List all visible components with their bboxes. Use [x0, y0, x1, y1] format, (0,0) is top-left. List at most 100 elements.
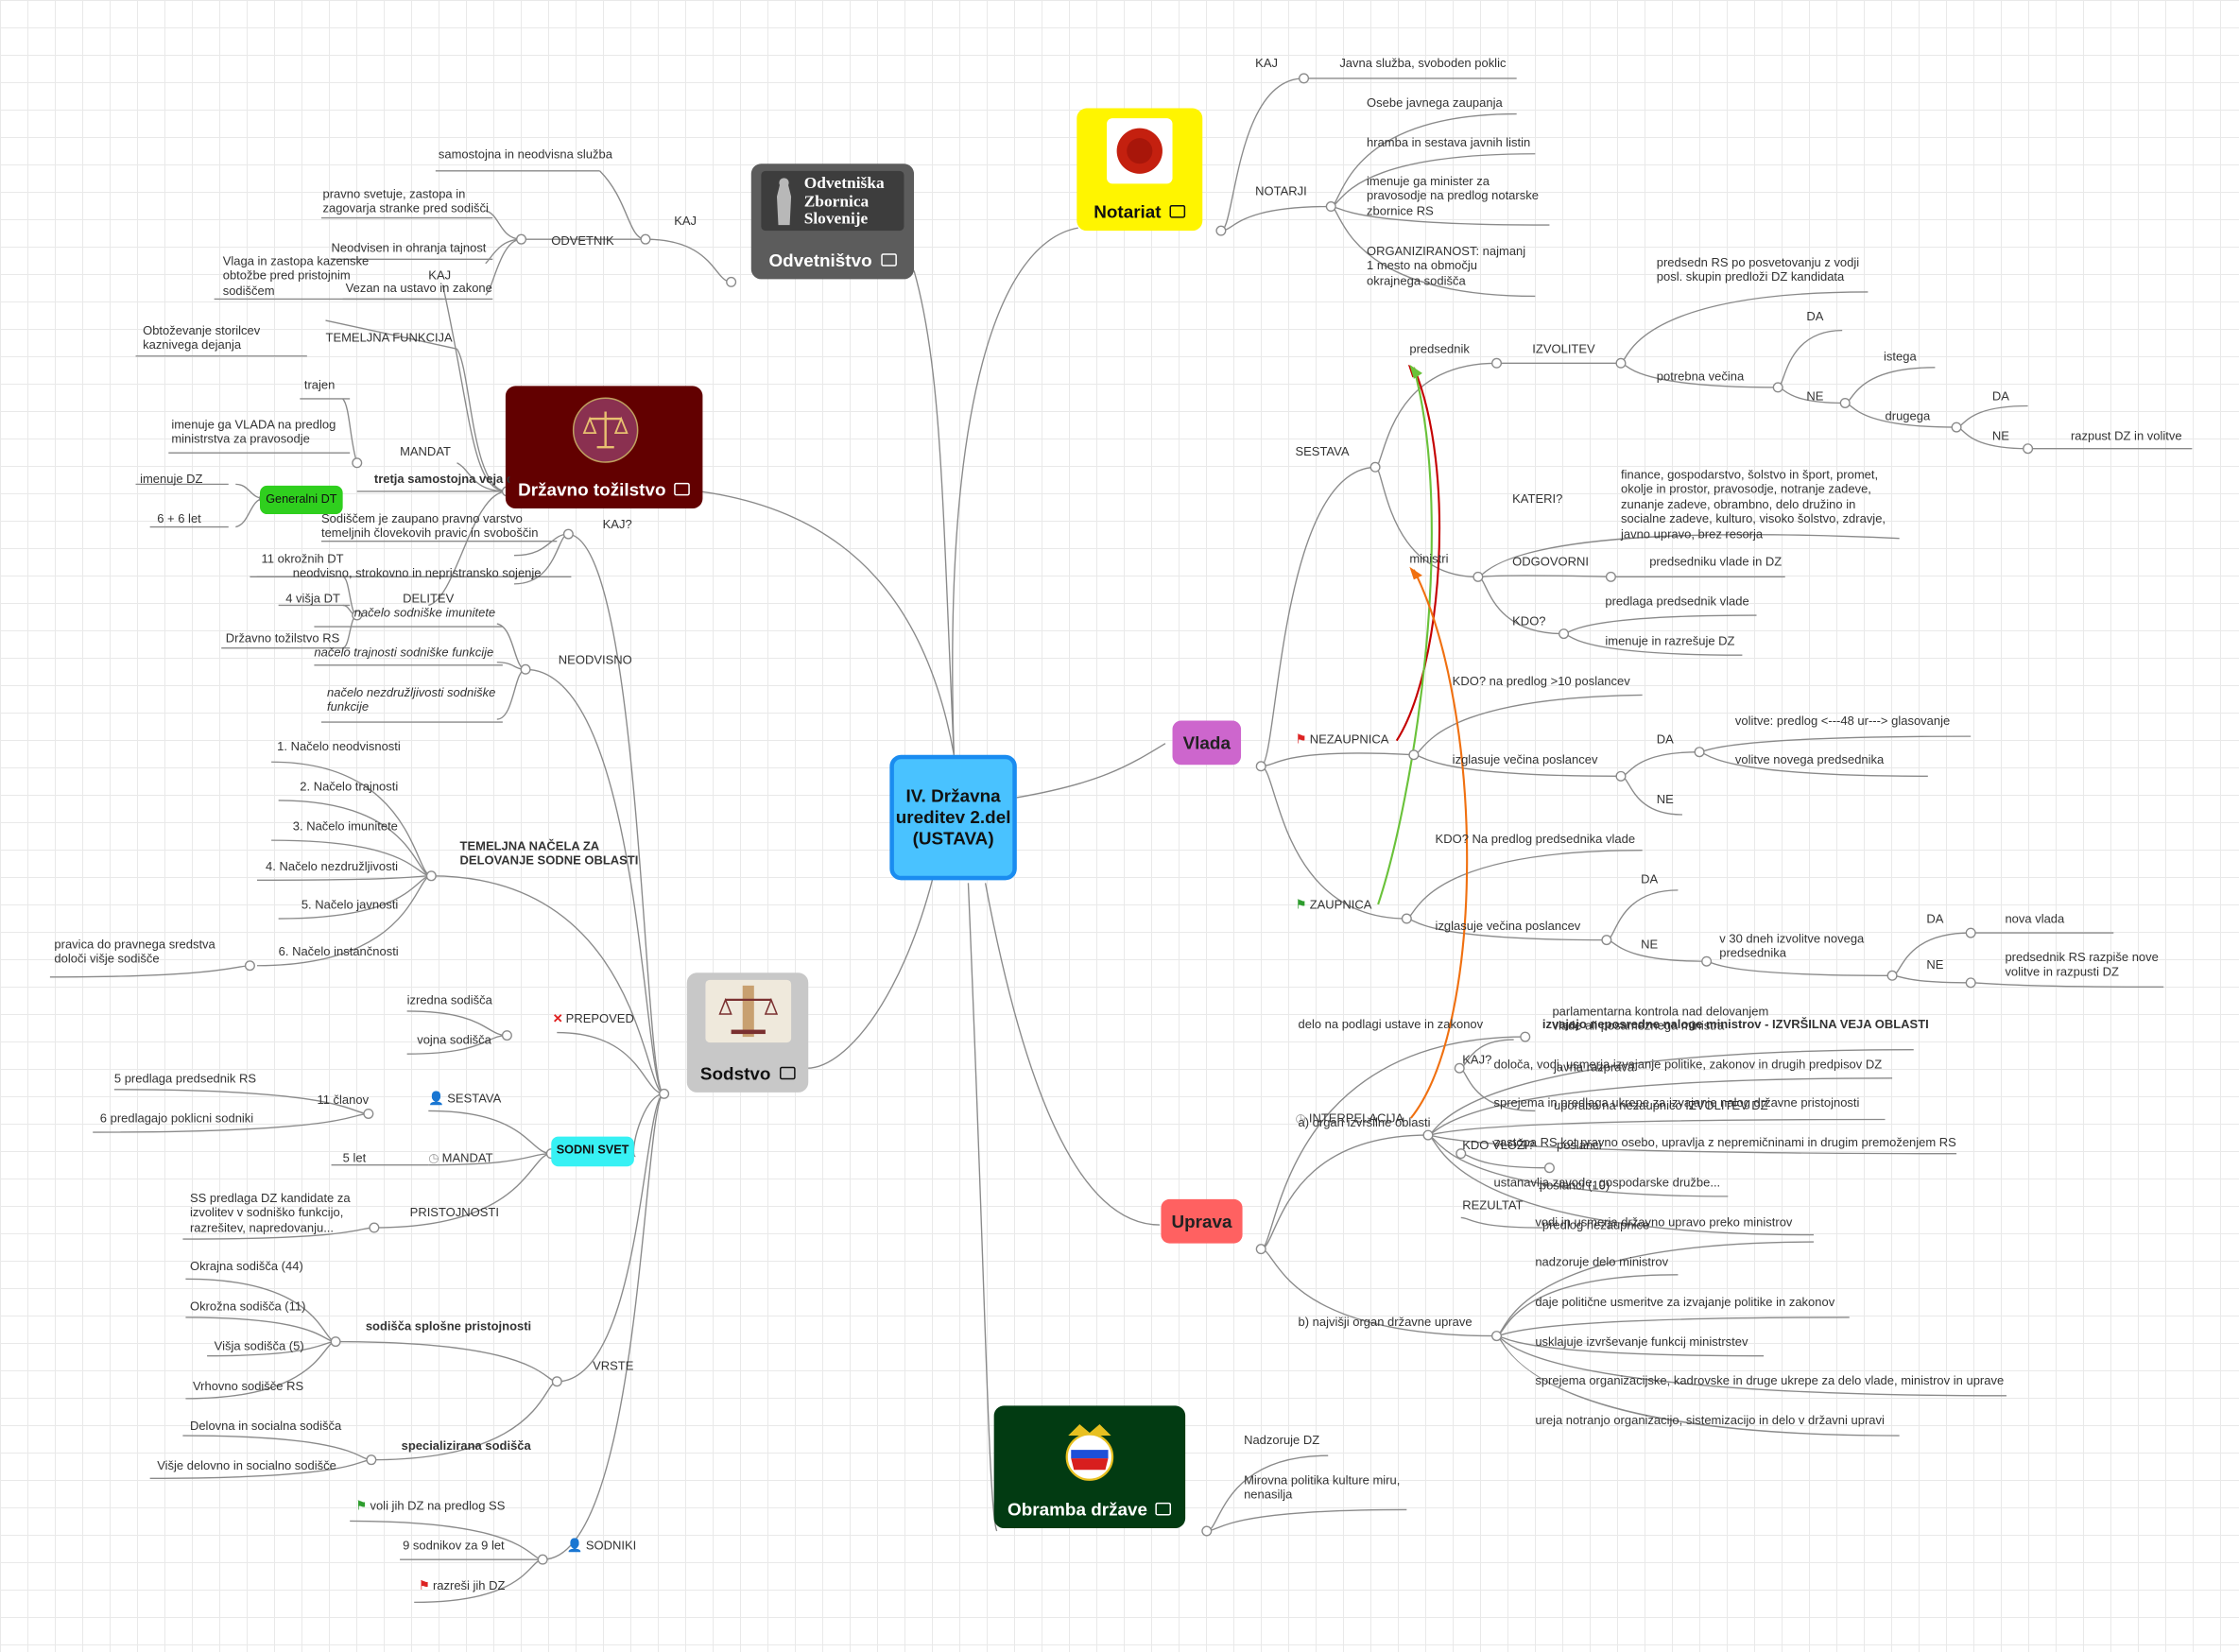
node-delitev[interactable]: DELITEV	[403, 591, 455, 606]
node-vrste[interactable]: VRSTE	[593, 1358, 634, 1373]
node-rezultat[interactable]: REZULTAT	[1462, 1197, 1524, 1213]
node-da-3[interactable]: DA	[1656, 731, 1674, 747]
node-nova-vlada[interactable]: nova vlada	[2005, 911, 2065, 926]
node-temeljna-nacela[interactable]: TEMELJNA NAČELA ZA DELOVANJE SODNE OBLAS…	[459, 838, 639, 869]
card-odvetnistvo[interactable]: Odvetniška Zbornica Slovenije Odvetništv…	[750, 163, 915, 280]
central-topic[interactable]: IV. Državna ureditev 2.del (USTAVA)	[889, 754, 1017, 881]
node-predlog-nezaupnice[interactable]: predlog nezaupnice	[1541, 1217, 1650, 1232]
node-vezan[interactable]: Vezan na ustavo in zakone	[345, 280, 492, 295]
node-ne-5[interactable]: NE	[1926, 956, 1944, 972]
badge-generalni-dt[interactable]: Generalni DT	[260, 485, 343, 515]
node-predlaga-pv[interactable]: predlaga predsednik vlade	[1605, 594, 1749, 609]
node-predsedn-rs[interactable]: predsedn RS po posvetovanju z vodji posl…	[1656, 254, 1860, 284]
node-delovna[interactable]: Delovna in socialna sodišča	[189, 1418, 342, 1434]
node-trajen[interactable]: trajen	[303, 377, 336, 392]
node-pet-let[interactable]: 5 let	[342, 1150, 367, 1165]
node-izvajajo[interactable]: izvajajo neposredne naloge ministrov - I…	[1541, 1016, 1929, 1032]
node-kdo-predlog[interactable]: KDO? na predlog >10 poslancev	[1452, 673, 1630, 688]
node-kateri[interactable]: KATERI?	[1512, 490, 1563, 506]
node-okrozni[interactable]: 11 okrožnih DT	[261, 551, 344, 566]
node-volitve-novega[interactable]: volitve novega predsednika	[1734, 751, 1885, 766]
node-okrozna[interactable]: Okrožna sodišča (11)	[189, 1299, 306, 1314]
card-notariat[interactable]: Notariat	[1076, 108, 1203, 232]
node-ureja[interactable]: ureja notranjo organizacijo, sistemizaci…	[1535, 1412, 1885, 1428]
node-drugega[interactable]: drugega	[1885, 408, 1931, 423]
node-trajnosti-f[interactable]: načelo trajnosti sodniške funkcije	[314, 645, 494, 660]
node-b-najvisji[interactable]: b) najvišji organ državne uprave	[1298, 1314, 1473, 1330]
node-sest-let[interactable]: 6 + 6 let	[157, 511, 201, 526]
node-imenuje-razresuje[interactable]: imenuje in razrešuje DZ	[1605, 633, 1735, 648]
node-poslanci[interactable]: poslanci	[1556, 1138, 1602, 1153]
node-pristojnosti[interactable]: PRISTOJNOSTI	[409, 1204, 499, 1219]
node-kaj-not[interactable]: KAJ	[1255, 55, 1278, 70]
topic-vlada[interactable]: Vlada	[1172, 720, 1242, 766]
node-uporaba[interactable]: uporaba na nezaupnico IZVOLITEV DZ	[1553, 1097, 1768, 1112]
node-notarji[interactable]: NOTARJI	[1255, 183, 1307, 198]
node-kaj-toz[interactable]: KAJ	[428, 267, 452, 283]
node-enajst[interactable]: 11 članov	[317, 1092, 370, 1107]
node-hramba[interactable]: hramba in sestava javnih listin	[1367, 135, 1531, 150]
node-nezdruz-f[interactable]: načelo nezdružljivosti sodniške funkcije	[327, 684, 496, 714]
node-visja-s[interactable]: Višja sodišča (5)	[214, 1338, 304, 1353]
node-ne-2[interactable]: NE	[1991, 428, 2009, 443]
node-daje[interactable]: daje politične usmeritve za izvajanje po…	[1535, 1294, 1835, 1309]
node-kaj-q2[interactable]: KAJ?	[1462, 1052, 1492, 1067]
node-predsednik[interactable]: predsednik	[1409, 341, 1470, 356]
node-delo-podlagi[interactable]: delo na podlagi ustave in zakonov	[1298, 1016, 1484, 1032]
node-neodvisno-strok[interactable]: neodvisno, strokovno in nepristransko so…	[292, 565, 542, 580]
node-nezaupnica[interactable]: ⚑NEZAUPNICA	[1295, 731, 1389, 747]
node-nacelo-3[interactable]: 3. Načelo imunitete	[292, 818, 398, 834]
node-devet[interactable]: 9 sodnikov za 9 let	[403, 1538, 505, 1553]
node-osebe[interactable]: Osebe javnega zaupanja	[1367, 95, 1503, 111]
node-zaupnica[interactable]: ⚑ZAUPNICA	[1295, 897, 1372, 912]
node-kdo-vlozi[interactable]: KDO VLOŽI?	[1462, 1138, 1535, 1153]
node-nadzoruje-dz[interactable]: Nadzoruje DZ	[1244, 1433, 1320, 1448]
node-volitve-predlog[interactable]: volitve: predlog <---48 ur---> glasovanj…	[1734, 714, 1951, 729]
node-imenuje-vlada[interactable]: imenuje ga VLADA na predlog ministrstva …	[171, 417, 336, 447]
topic-uprava[interactable]: Uprava	[1161, 1198, 1243, 1244]
node-ss-predlaga[interactable]: SS predlaga DZ kandidate za izvolitev v …	[189, 1190, 351, 1235]
node-razresi[interactable]: ⚑razreši jih DZ	[418, 1577, 506, 1592]
node-imenuje-min[interactable]: imenuje ga minister za pravosodje na pre…	[1367, 173, 1539, 218]
node-izglasuje-1[interactable]: izglasuje večina poslancev	[1452, 751, 1598, 766]
node-vodi-usmerja[interactable]: vodi in usmerja državno upravo preko min…	[1535, 1214, 1793, 1230]
node-javna[interactable]: Javna služba, svoboden poklic	[1339, 55, 1507, 70]
node-kdo[interactable]: KDO?	[1512, 613, 1546, 628]
node-sodniki[interactable]: 👤SODNIKI	[566, 1538, 637, 1553]
node-sestava[interactable]: SESTAVA	[1295, 444, 1350, 459]
node-ne-1[interactable]: NE	[1806, 388, 1824, 404]
node-nacelo-6[interactable]: 6. Načelo instančnosti	[278, 944, 399, 959]
node-kaj-q[interactable]: KAJ?	[602, 517, 632, 532]
node-da-4[interactable]: DA	[1641, 871, 1659, 886]
node-sest-predlagajo[interactable]: 6 predlagajo poklicni sodniki	[99, 1110, 254, 1126]
node-drz-toz-rs[interactable]: Državno tožilstvo RS	[225, 630, 340, 645]
card-obramba-drzave[interactable]: Obramba države	[993, 1405, 1186, 1529]
card-sodstvo[interactable]: Sodstvo	[686, 972, 809, 1093]
node-istega[interactable]: istega	[1884, 349, 1917, 364]
node-organiziranost[interactable]: ORGANIZIRANOST: najmanj 1 mesto na območ…	[1367, 243, 1526, 288]
node-pet-predlaga[interactable]: 5 predlaga predsednik RS	[113, 1071, 257, 1086]
node-finance[interactable]: finance, gospodarstvo, šolstvo in šport,…	[1620, 467, 1886, 542]
node-kdo-pv[interactable]: KDO? Na predlog predsednika vlade	[1435, 832, 1636, 847]
node-izredna[interactable]: izredna sodišča	[406, 992, 492, 1007]
node-ministri[interactable]: ministri	[1409, 551, 1449, 566]
node-da-5[interactable]: DA	[1926, 911, 1944, 926]
node-doloca[interactable]: določa, vodi, usmerja izvajanje politike…	[1493, 1057, 1883, 1072]
node-poslanci-10[interactable]: poslanci (10)	[1539, 1178, 1610, 1193]
node-pravica[interactable]: pravica do pravnega sredstva določi višj…	[54, 937, 215, 967]
node-ustanavlja[interactable]: ustanavlja zavode, gospodarske družbe...	[1493, 1175, 1721, 1190]
node-obtozevanje[interactable]: Obtoževanje storilcev kaznivega dejanja	[143, 323, 261, 353]
node-prepoved[interactable]: ✕PREPOVED	[552, 1010, 634, 1026]
node-predsedniku[interactable]: predsedniku vlade in DZ	[1649, 554, 1783, 569]
node-visje-delovno[interactable]: Višje delovno in socialno sodišče	[157, 1458, 336, 1473]
node-voli[interactable]: ⚑voli jih DZ na predlog SS	[355, 1498, 506, 1513]
node-odvetnik[interactable]: ODVETNIK	[551, 233, 614, 249]
node-mirovna[interactable]: Mirovna politika kulture miru, nenasilja	[1244, 1472, 1401, 1502]
node-nacelo-5[interactable]: 5. Načelo javnosti	[301, 897, 399, 912]
node-temeljna-funkcija[interactable]: TEMELJNA FUNKCIJA	[325, 330, 453, 345]
node-kaj-odv[interactable]: KAJ	[674, 214, 698, 229]
node-sprejema-org[interactable]: sprejema organizacijske, kadrovske in dr…	[1535, 1372, 2005, 1387]
node-nacelo-4[interactable]: 4. Načelo nezdružljivosti	[266, 858, 399, 873]
node-ne-3[interactable]: NE	[1656, 791, 1674, 806]
node-sestava-ss[interactable]: 👤SESTAVA	[428, 1091, 502, 1106]
